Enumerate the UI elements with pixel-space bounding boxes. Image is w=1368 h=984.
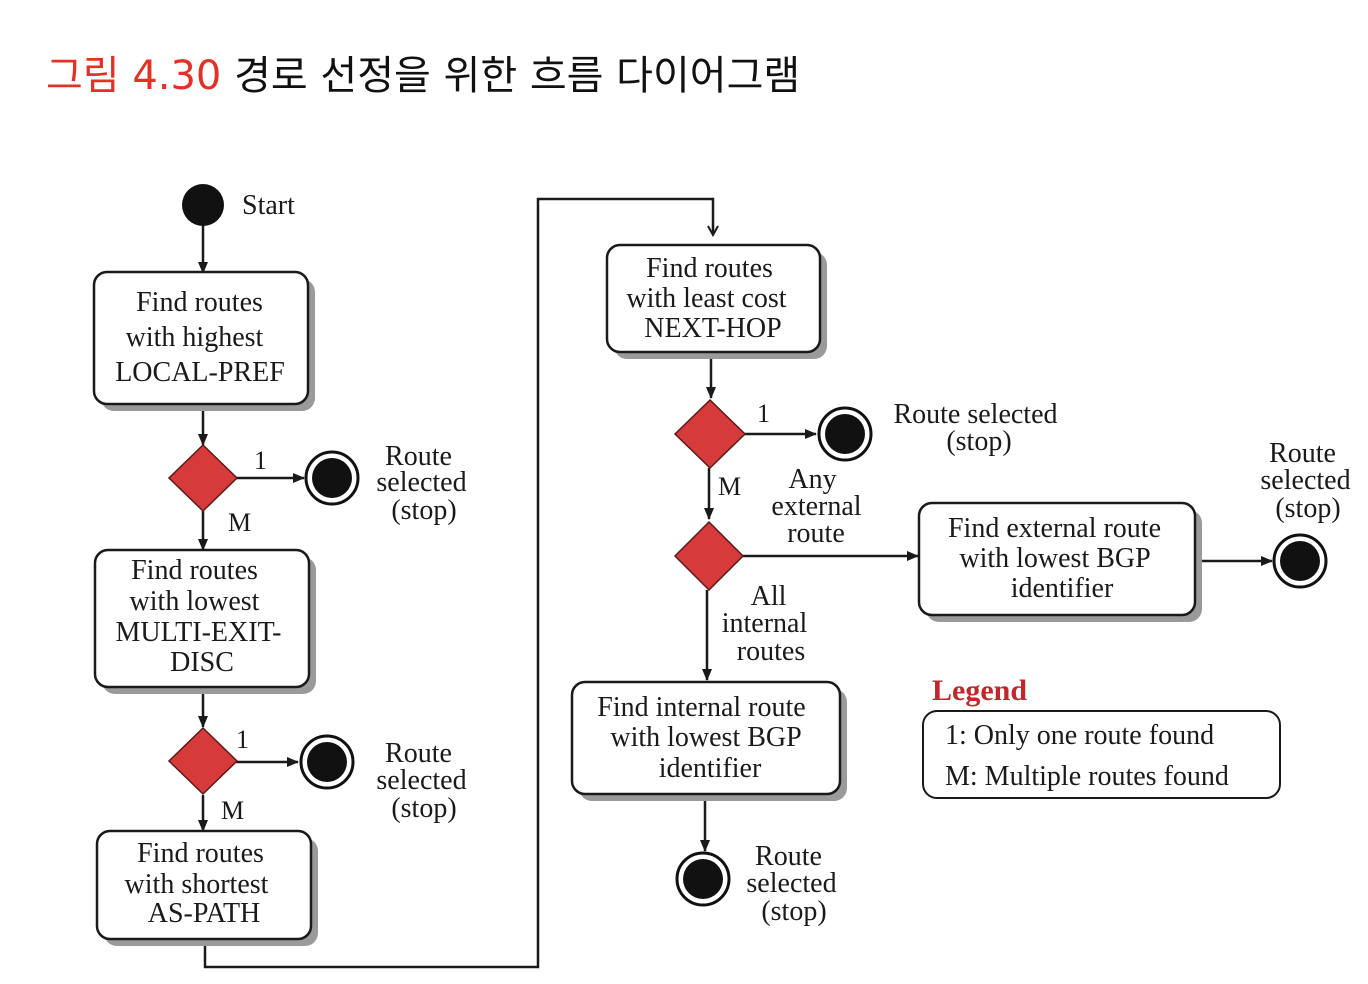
decision-external-internal <box>673 520 745 592</box>
figure-number: 그림 4.30 <box>46 53 222 99</box>
edge-labels: 1 M 1 M 1 M Any external route All inter… <box>221 399 868 825</box>
stop-node-4 <box>1272 533 1328 589</box>
edge-label-multiple-2: M <box>221 796 244 825</box>
route-selected-label-1: Route selected (stop) <box>376 441 473 526</box>
route-selected-label-3: Route selected (stop) <box>893 399 1064 457</box>
svg-text:Find routes with least c: Find routes with least cost NEXT-HOP <box>626 253 793 344</box>
route-selected-label-4: Route selected (stop) <box>1260 438 1357 524</box>
start-label: Start <box>242 190 295 221</box>
box-next-hop: Find routes with least cost NEXT-HOP <box>605 243 827 359</box>
svg-text:Find routes with shortes: Find routes with shortest AS-PATH <box>125 838 276 929</box>
legend-item-multiple: M: Multiple routes found <box>945 761 1229 792</box>
stop-node-1 <box>304 450 360 506</box>
box-external-route: Find external route with lowest BGP iden… <box>917 501 1202 622</box>
box-local-pref: Find routes with highest LOCAL-PREF <box>92 270 315 411</box>
edge-as-path-to-next-hop <box>203 197 713 969</box>
svg-text:Find internal route with: Find internal route with lowest BGP iden… <box>597 692 812 784</box>
svg-text:Find external route with: Find external route with lowest BGP iden… <box>948 513 1168 604</box>
stop-node-2 <box>299 734 355 790</box>
route-selected-label-2: Route selected (stop) <box>376 738 473 824</box>
decision-diamonds <box>167 398 747 796</box>
legend-title: Legend <box>932 674 1027 707</box>
figure-caption: 그림 4.30 경로 선정을 위한 흐름 다이어그램 <box>46 44 800 108</box>
edge-label-multiple-1: M <box>228 508 251 537</box>
edge-label-one-2: 1 <box>236 725 249 754</box>
stop-node-3 <box>817 406 873 462</box>
decision-local-pref <box>167 443 239 513</box>
edge-label-one-3: 1 <box>757 399 770 428</box>
route-selected-label-5: Route selected (stop) <box>746 841 843 927</box>
edge-label-any-external: Any external route <box>771 464 868 549</box>
edge-label-all-internal: All internal routes <box>722 581 815 667</box>
legend: Legend 1: Only one route found M: Multip… <box>922 674 1281 799</box>
box-internal-route: Find internal route with lowest BGP iden… <box>570 680 847 801</box>
box-as-path: Find routes with shortest AS-PATH <box>95 829 318 946</box>
decision-next-hop <box>673 398 747 470</box>
edge-label-one-1: 1 <box>254 446 267 475</box>
decision-med <box>167 726 239 796</box>
box-multi-exit-disc: Find routes with lowest MULTI-EXIT- DISC <box>93 548 316 694</box>
stop-nodes <box>299 406 1328 907</box>
svg-text:Find routes with lowest: Find routes with lowest MULTI-EXIT- DISC <box>116 555 289 678</box>
legend-item-one: 1: Only one route found <box>945 720 1214 751</box>
edge-label-multiple-3: M <box>718 472 741 501</box>
svg-text:Find routes with highest: Find routes with highest LOCAL-PREF <box>115 287 285 388</box>
figure-title: 경로 선정을 위한 흐름 다이어그램 <box>234 53 801 99</box>
stop-node-5 <box>675 851 731 907</box>
start-node: Start <box>182 184 295 226</box>
